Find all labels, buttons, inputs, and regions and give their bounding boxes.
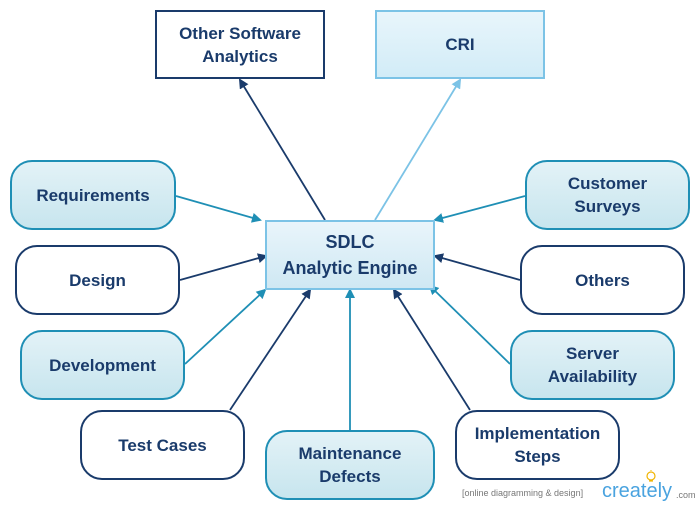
lightbulb-icon xyxy=(646,470,656,482)
watermark-logo[interactable]: creately xyxy=(602,480,673,502)
arrow-center-to-cri xyxy=(374,78,462,221)
node-cri[interactable]: CRI xyxy=(375,10,545,79)
arrow-implementation-to-center xyxy=(392,288,471,411)
arrow-requirements-to-center xyxy=(175,195,262,223)
node-design[interactable]: Design xyxy=(15,245,180,315)
node-development[interactable]: Development xyxy=(20,330,185,400)
node-implementation-steps[interactable]: Implementation Steps xyxy=(455,410,620,480)
arrow-development-to-center xyxy=(184,288,267,365)
node-maintenance-defects[interactable]: Maintenance Defects xyxy=(265,430,435,500)
node-customer-surveys[interactable]: Customer Surveys xyxy=(525,160,690,230)
watermark-tagline: [online diagramming & design] xyxy=(462,488,584,498)
arrow-server-to-center xyxy=(428,284,511,365)
node-test-cases[interactable]: Test Cases xyxy=(80,410,245,480)
node-sdlc-analytic-engine[interactable]: SDLC Analytic Engine xyxy=(265,220,435,290)
node-requirements[interactable]: Requirements xyxy=(10,160,176,230)
arrow-customer-to-center xyxy=(433,195,526,223)
node-other-software-analytics[interactable]: Other Software Analytics xyxy=(155,10,325,79)
arrow-test-cases-to-center xyxy=(229,288,312,411)
arrow-others-to-center xyxy=(433,253,521,281)
watermark-suffix: .com xyxy=(676,490,696,500)
node-server-availability[interactable]: Server Availability xyxy=(510,330,675,400)
node-others[interactable]: Others xyxy=(520,245,685,315)
arrow-design-to-center xyxy=(179,253,268,281)
arrow-center-to-other-software xyxy=(238,78,326,221)
